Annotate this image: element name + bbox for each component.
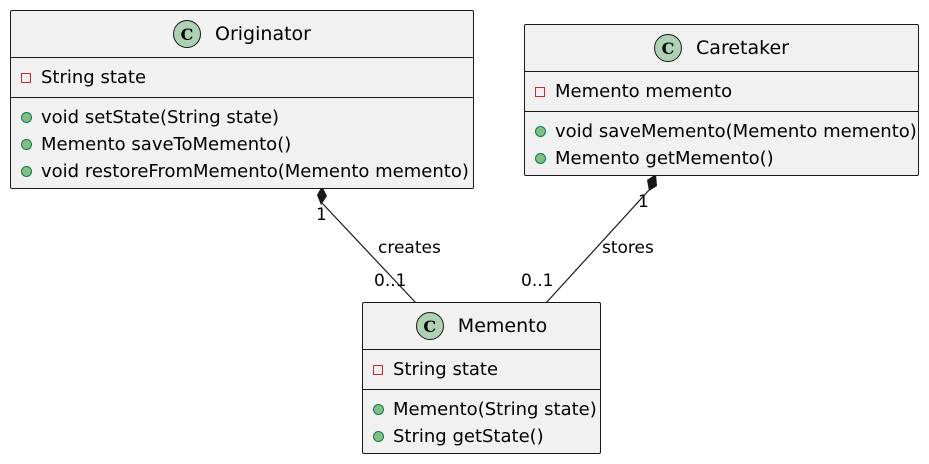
attribute-text: String state <box>393 359 499 380</box>
method: String getState() <box>373 423 600 450</box>
class-name: Memento <box>457 315 548 337</box>
public-circle-icon <box>535 126 546 137</box>
class-originator[interactable]: C Originator String state void setState(… <box>10 10 474 189</box>
class-header: C Caretaker <box>525 25 918 72</box>
attribute: Memento memento <box>535 78 918 105</box>
attributes-section: String state <box>363 350 600 390</box>
public-circle-icon <box>535 153 546 164</box>
class-header: C Memento <box>363 303 600 350</box>
class-c-icon: C <box>173 20 202 48</box>
attribute: String state <box>21 64 473 91</box>
public-circle-icon <box>21 139 32 150</box>
attribute: String state <box>373 356 600 383</box>
multiplicity-caretaker: 1 <box>638 192 649 212</box>
private-square-icon <box>373 364 383 375</box>
public-circle-icon <box>373 431 384 442</box>
multiplicity-memento-from-caretaker: 0..1 <box>521 271 554 291</box>
public-circle-icon <box>21 166 32 177</box>
method: Memento saveToMemento() <box>21 131 473 158</box>
multiplicity-memento-from-originator: 0..1 <box>374 271 407 291</box>
method: Memento(String state) <box>373 396 600 423</box>
attribute-text: Memento memento <box>555 81 733 102</box>
method-text: Memento getMemento() <box>555 148 774 169</box>
class-header: C Originator <box>11 11 473 58</box>
class-caretaker[interactable]: C Caretaker Memento memento void saveMem… <box>524 24 919 176</box>
methods-section: Memento(String state) String getState() <box>363 390 600 454</box>
public-circle-icon <box>373 404 384 415</box>
method: void setState(String state) <box>21 104 473 131</box>
multiplicity-originator: 1 <box>316 205 327 225</box>
method-text: Memento saveToMemento() <box>41 134 292 155</box>
method: void restoreFromMemento(Memento memento) <box>21 158 473 185</box>
attributes-section: Memento memento <box>525 72 918 112</box>
methods-section: void saveMemento(Memento memento) Mement… <box>525 112 918 176</box>
class-name: Caretaker <box>696 37 789 59</box>
method-text: void setState(String state) <box>41 107 280 128</box>
public-circle-icon <box>21 112 32 123</box>
private-square-icon <box>21 72 31 83</box>
relation-label-creates: creates <box>378 238 441 258</box>
methods-section: void setState(String state) Memento save… <box>11 98 473 189</box>
relation-label-stores: stores <box>602 238 654 258</box>
class-name: Originator <box>215 23 311 45</box>
method: Memento getMemento() <box>535 145 918 172</box>
attribute-text: String state <box>41 67 147 88</box>
method-text: void restoreFromMemento(Memento memento) <box>41 161 469 182</box>
attributes-section: String state <box>11 58 473 98</box>
method-text: String getState() <box>393 426 544 447</box>
class-memento[interactable]: C Memento String state Memento(String st… <box>362 302 601 454</box>
class-c-icon: C <box>654 34 683 62</box>
class-c-icon: C <box>415 312 444 340</box>
private-square-icon <box>535 86 545 97</box>
method-text: void saveMemento(Memento memento) <box>555 121 917 142</box>
method-text: Memento(String state) <box>393 399 597 420</box>
composition-diamond-caretaker <box>647 174 657 191</box>
method: void saveMemento(Memento memento) <box>535 118 918 145</box>
